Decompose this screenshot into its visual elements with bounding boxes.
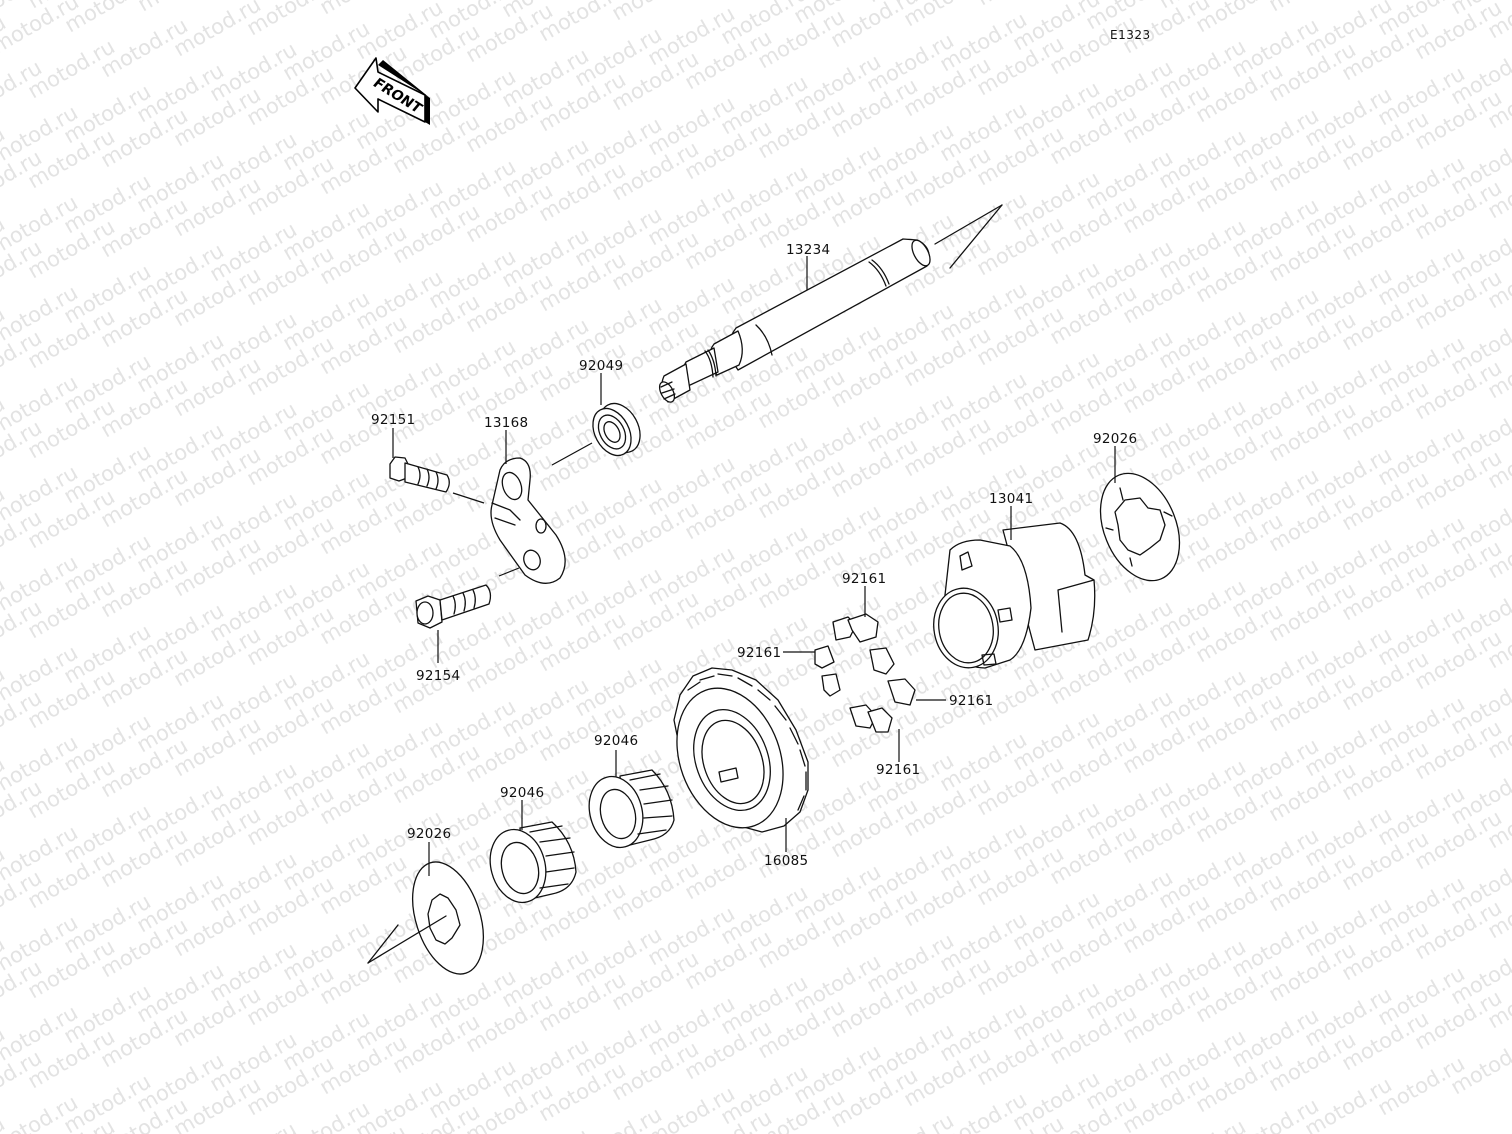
part-label-92026-left[interactable]: 92026 xyxy=(407,826,451,842)
part-label-16085[interactable]: 16085 xyxy=(764,853,808,869)
washer-right-part[interactable]: 92026 xyxy=(1086,431,1195,592)
part-label-92046-left[interactable]: 92046 xyxy=(500,785,544,801)
part-label-13041[interactable]: 13041 xyxy=(989,491,1033,507)
bolt-lower-part[interactable]: 92154 xyxy=(415,567,520,684)
part-label-13234[interactable]: 13234 xyxy=(786,242,830,258)
part-label-92161-bottom[interactable]: 92161 xyxy=(876,762,920,778)
part-label-92049[interactable]: 92049 xyxy=(579,358,623,374)
hub-part[interactable]: 13041 xyxy=(928,491,1096,673)
part-label-92154[interactable]: 92154 xyxy=(416,668,460,684)
needle-bearing-left-part[interactable]: 92046 xyxy=(482,785,577,909)
needle-bearing-right-part[interactable]: 92046 xyxy=(582,733,675,854)
oil-seal-part[interactable]: 92049 xyxy=(551,358,648,466)
part-label-92046-right[interactable]: 92046 xyxy=(594,733,638,749)
part-label-13168[interactable]: 13168 xyxy=(484,415,528,431)
part-label-92161-left[interactable]: 92161 xyxy=(737,645,781,661)
damper-ring-part[interactable]: 92161 92161 92161 92161 xyxy=(737,571,993,778)
part-label-92026-right[interactable]: 92026 xyxy=(1093,431,1137,447)
diagram-code: E1323 xyxy=(1110,28,1151,42)
shaft-part[interactable]: 13234 xyxy=(657,204,1003,405)
lever-part[interactable]: 13168 xyxy=(484,415,566,584)
part-label-92151[interactable]: 92151 xyxy=(371,412,415,428)
gear-part[interactable]: 16085 xyxy=(658,667,809,869)
bolt-upper-part[interactable]: 92151 xyxy=(371,412,485,504)
part-label-92161-right[interactable]: 92161 xyxy=(949,693,993,709)
washer-left-part[interactable]: 92026 xyxy=(367,826,496,983)
front-arrow-icon: FRONT xyxy=(354,57,430,125)
part-label-92161-top[interactable]: 92161 xyxy=(842,571,886,587)
